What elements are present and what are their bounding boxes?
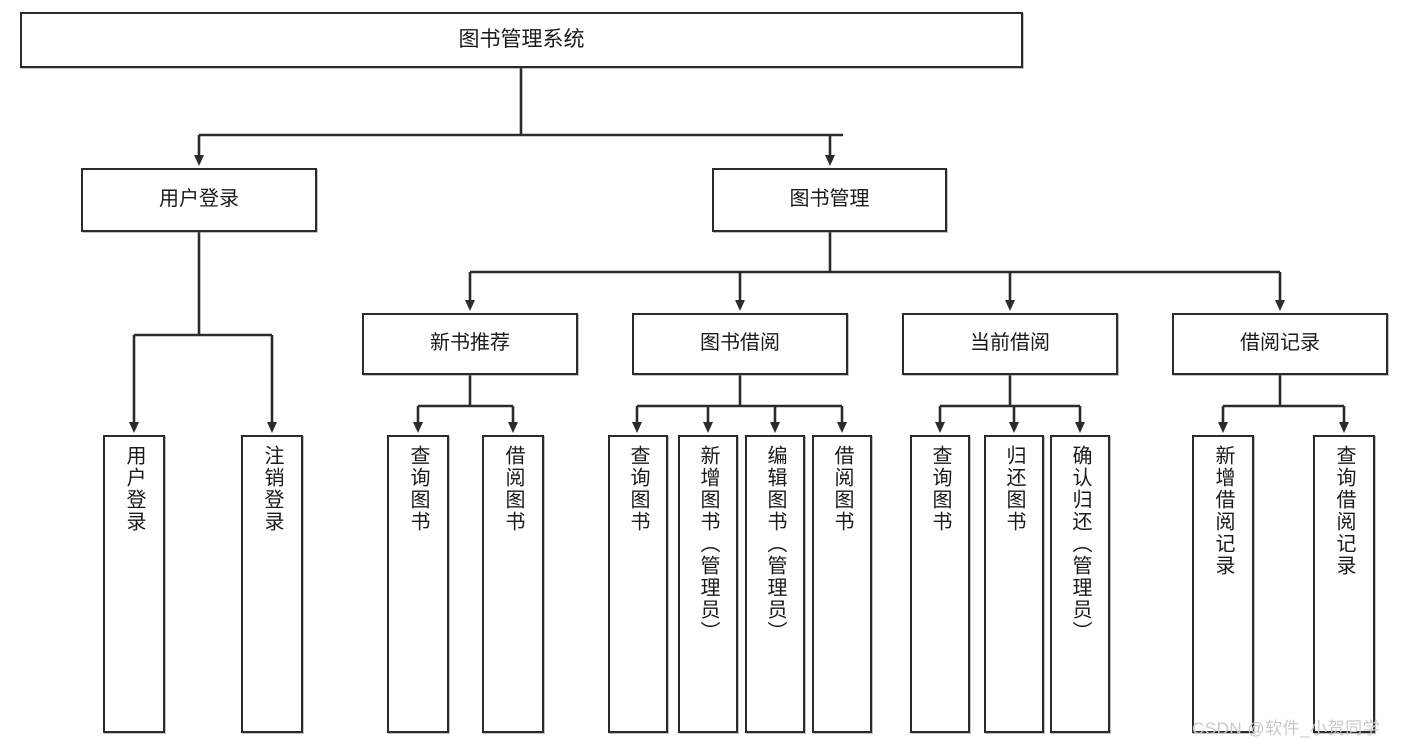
leaf-borrow-book-bb[interactable]: 借阅图书	[812, 435, 872, 733]
node-label: 当前借阅	[970, 332, 1050, 355]
node-label: 图书管理	[789, 188, 870, 211]
leaf-add-borrow-record[interactable]: 新增借阅记录	[1192, 435, 1254, 733]
leaf-confirm-return-admin[interactable]: 确认归还（管理员）	[1050, 435, 1110, 733]
leaf-label: 注销登录	[261, 445, 283, 533]
csdn-watermark: CSDN @软件_小贺同学	[1192, 719, 1381, 738]
leaf-borrow-book-nbr[interactable]: 借阅图书	[482, 435, 544, 733]
leaf-label: 查询图书	[627, 445, 649, 533]
leaf-query-borrow-record[interactable]: 查询借阅记录	[1313, 435, 1375, 733]
leaf-label: 编辑图书（管理员）	[764, 445, 786, 643]
leaf-return-book[interactable]: 归还图书	[984, 435, 1044, 733]
node-borrowing-record[interactable]: 借阅记录	[1172, 313, 1388, 375]
leaf-label: 借阅图书	[831, 445, 853, 533]
node-book-borrowing[interactable]: 图书借阅	[632, 313, 848, 375]
node-label: 借阅记录	[1240, 332, 1320, 355]
leaf-query-book-nbr[interactable]: 查询图书	[387, 435, 449, 733]
leaf-label: 借阅图书	[502, 445, 524, 533]
node-label: 图书管理系统	[458, 27, 585, 51]
leaf-label: 新增借阅记录	[1212, 445, 1234, 577]
leaf-query-book-bb[interactable]: 查询图书	[608, 435, 668, 733]
leaf-label: 归还图书	[1003, 445, 1025, 533]
node-current-borrowing[interactable]: 当前借阅	[902, 313, 1118, 375]
leaf-edit-book-admin[interactable]: 编辑图书（管理员）	[745, 435, 805, 733]
leaf-label: 查询借阅记录	[1333, 445, 1355, 577]
leaf-label: 查询图书	[407, 445, 429, 533]
leaf-query-book-cb[interactable]: 查询图书	[910, 435, 970, 733]
node-label: 用户登录	[159, 188, 239, 211]
leaf-label: 确认归还（管理员）	[1069, 445, 1091, 643]
leaf-label: 新增图书（管理员）	[697, 445, 719, 643]
node-label: 新书推荐	[430, 332, 510, 355]
leaf-label: 查询图书	[929, 445, 951, 533]
leaf-logout[interactable]: 注销登录	[241, 435, 303, 733]
node-new-book-recommendation[interactable]: 新书推荐	[362, 313, 578, 375]
node-book-management[interactable]: 图书管理	[712, 168, 947, 232]
leaf-add-book-admin[interactable]: 新增图书（管理员）	[678, 435, 738, 733]
node-label: 图书借阅	[700, 332, 780, 355]
node-book-management-system[interactable]: 图书管理系统	[20, 12, 1023, 68]
leaf-label: 用户登录	[123, 445, 145, 533]
leaf-user-login[interactable]: 用户登录	[103, 435, 165, 733]
node-user-login[interactable]: 用户登录	[81, 168, 317, 232]
